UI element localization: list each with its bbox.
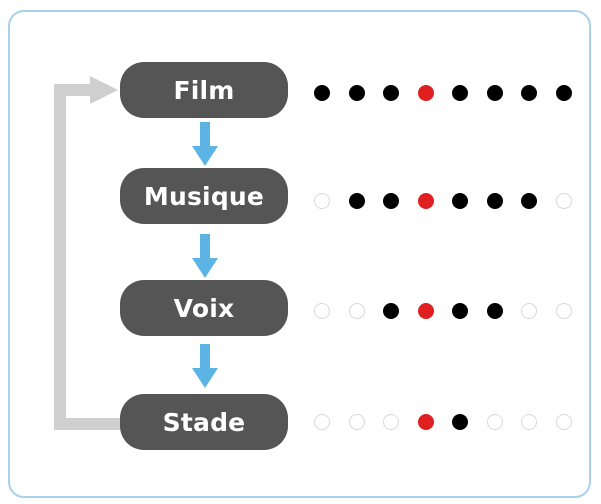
dot-off [486,414,503,430]
mode-label: Musique [143,181,265,211]
mode-film-pill: Film [120,62,288,118]
dot-on [486,85,503,101]
dot-on [314,85,330,101]
dot-off [314,414,330,430]
dot-on [452,414,468,430]
mode-stade-dots [314,412,584,432]
dot-on [486,303,503,319]
arrow-down-icon [192,122,218,166]
mode-stade-pill: Stade [120,394,288,450]
dot-off [383,414,399,430]
mode-label: Stade [162,407,246,437]
dot-off [555,303,572,319]
mode-musique-pill: Musique [120,168,288,224]
dot-off [314,193,330,209]
dot-center [417,303,434,319]
loop-back-arrow-icon [54,76,120,430]
dot-off [314,303,330,319]
dot-on [452,303,468,319]
dot-off [555,414,572,430]
arrow-down-icon [192,344,218,388]
dot-on [452,85,468,101]
mode-label: Film [173,75,235,105]
dot-on [348,193,365,209]
dot-on [348,85,365,101]
dot-on [555,85,572,101]
dot-on [486,193,503,209]
mode-label: Voix [173,293,235,323]
dot-on [452,193,468,209]
arrow-down-icon [192,234,218,278]
dot-on [383,303,399,319]
dot-on [521,85,537,101]
mode-voix-dots [314,301,584,321]
dot-center [417,414,434,430]
dot-on [521,193,537,209]
dot-off [555,193,572,209]
dot-center [417,193,434,209]
mode-voix-pill: Voix [120,280,288,336]
dot-off [521,414,537,430]
dot-on [383,193,399,209]
dot-off [348,303,365,319]
dot-off [521,303,537,319]
mode-film-dots [314,83,584,103]
mode-musique-dots [314,191,584,211]
dot-center [417,85,434,101]
dot-on [383,85,399,101]
dot-off [348,414,365,430]
